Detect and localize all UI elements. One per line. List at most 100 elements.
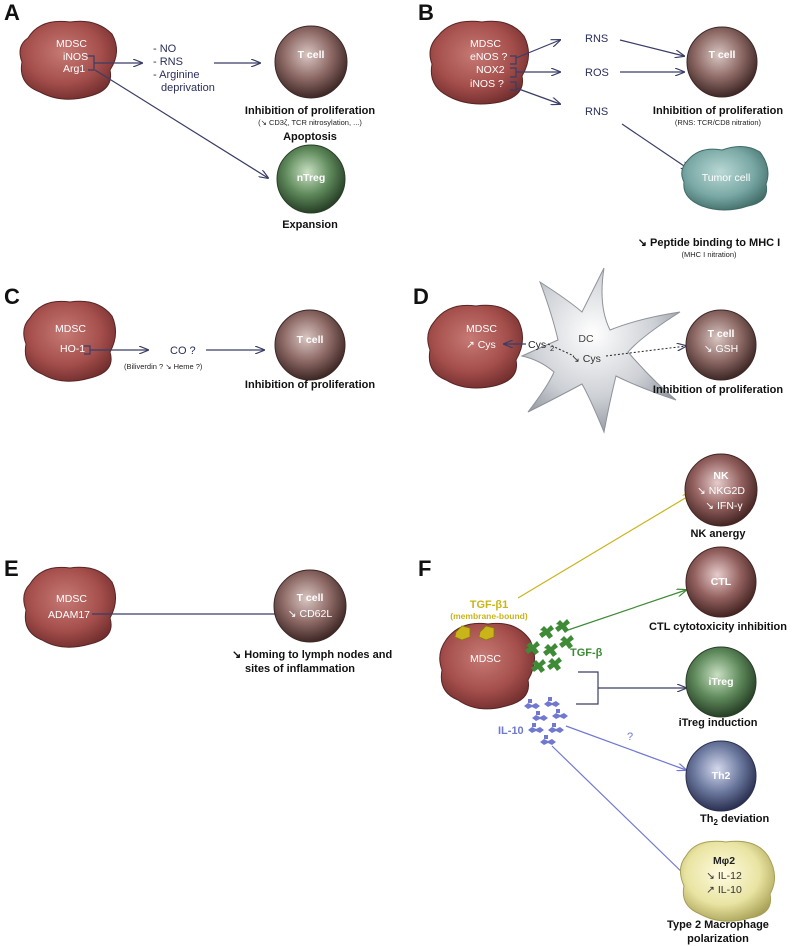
- th2-cell-f: [685, 740, 757, 812]
- mdsc-cell-b: [429, 20, 529, 105]
- mediator-no: - NO: [153, 43, 177, 55]
- arrow-il10-macrophage-f: [551, 745, 690, 880]
- tcell-e: [273, 569, 347, 643]
- mphi-caption1-f: Type 2 Macrophage: [667, 919, 769, 931]
- gsh-label-d: ↘ GSH: [704, 343, 738, 355]
- mdsc-label-c: MDSC: [55, 323, 86, 335]
- co-sub-c: (Biliverdin ? ↘ Heme ?): [124, 362, 203, 371]
- tcell-label-c: T cell: [297, 334, 324, 346]
- il10-label-f: IL-10: [498, 725, 524, 737]
- tcell-sub-a: (↘ CD3ζ, TCR nitrosylation, ...): [258, 118, 362, 127]
- cd62l-label-e: ↘ CD62L: [288, 608, 333, 620]
- mediator-deprivation: deprivation: [161, 82, 215, 94]
- panel-label-e: E: [4, 556, 19, 581]
- ntreg-cell-a: [276, 144, 346, 214]
- tgfb1-label-f: TGF-β1: [470, 599, 509, 611]
- tgfb-cluster-f: [525, 619, 574, 673]
- bracket-inos-b: [510, 81, 517, 91]
- panel-label-c: C: [4, 284, 20, 309]
- il12-label-f: ↘ IL-12: [706, 870, 742, 882]
- ho1-label-c: HO-1: [60, 343, 85, 355]
- mdsc-cell-a: [19, 20, 117, 100]
- mdsc-label-a: MDSC: [56, 38, 87, 50]
- itreg-cell-f: [685, 646, 757, 718]
- nkg2d-label-f: ↘ NKG2D: [697, 485, 745, 497]
- question-label-f: ?: [627, 731, 633, 743]
- th2-caption-f: Th2 deviation: [700, 813, 770, 827]
- th2-caption-sub: 2: [713, 818, 718, 827]
- rns2-label-b: RNS: [585, 106, 608, 118]
- cys2-label-d: Cys: [528, 339, 546, 351]
- adam17-label-e: ADAM17: [48, 609, 90, 621]
- caption1-e: ↘ Homing to lymph nodes and: [232, 649, 392, 661]
- caption2-e: sites of inflammation: [245, 663, 355, 675]
- dotted-dc-tcell-d: [605, 346, 686, 357]
- ctl-cell-f: [685, 546, 757, 618]
- inos-label-b: iNOS ?: [470, 78, 504, 90]
- tcell-b: [686, 26, 758, 98]
- tcell-label-d: T cell: [708, 328, 735, 340]
- th2-label-f: Th2: [712, 770, 731, 782]
- caption-c: Inhibition of proliferation: [245, 379, 375, 391]
- panel-label-f: F: [418, 556, 431, 581]
- itreg-label-f: iTreg: [708, 676, 733, 688]
- tcell-d: [685, 309, 757, 381]
- macrophage-cell-f: [680, 840, 775, 922]
- mdsc-cell-f: [439, 622, 535, 710]
- tgfb1-molecule-1: [454, 625, 471, 641]
- tumor-sub-b: (MHC I nitration): [681, 250, 737, 259]
- arg1-label-a: Arg1: [63, 63, 85, 75]
- bracket-tgfb-il10-f: [576, 671, 599, 705]
- panel-label-a: A: [4, 0, 20, 25]
- mdsc-cell-e: [23, 566, 116, 648]
- tcell-label-a: T cell: [298, 49, 325, 61]
- arrow-enos-rns-b: [515, 40, 560, 59]
- ntreg-caption-a: Expansion: [282, 219, 338, 231]
- arrow-rns-tumor-b: [621, 123, 690, 170]
- mediator-arginine: - Arginine: [153, 69, 199, 81]
- mdsc-label-f: MDSC: [470, 653, 501, 665]
- tcell-a: [274, 25, 348, 99]
- mdsc-label-d: MDSC: [466, 323, 497, 335]
- th2-caption-rest: deviation: [718, 813, 770, 825]
- inos-label-a: iNOS: [63, 51, 88, 63]
- enos-label-b: eNOS ?: [470, 51, 508, 63]
- rns1-label-b: RNS: [585, 33, 608, 45]
- bracket-enos-b: [510, 55, 517, 65]
- mdsc-cell-d: [427, 304, 523, 389]
- co-label-c: CO ?: [170, 345, 196, 357]
- ctl-label-f: CTL: [711, 576, 732, 588]
- ros-label-b: ROS: [585, 67, 609, 79]
- mdsc-label-e: MDSC: [56, 593, 87, 605]
- arrow-rns-tcell-b: [619, 39, 684, 56]
- cys2-sub-d: 2: [550, 344, 554, 353]
- dc-cell-d: [520, 267, 681, 434]
- mdsc-label-b: MDSC: [470, 38, 501, 50]
- tgfb-label-f: TGF-β: [570, 647, 603, 659]
- tgfb1-molecule-2: [478, 625, 495, 641]
- th2-caption-main: Th: [700, 813, 714, 825]
- itreg-caption-f: iTreg induction: [679, 717, 758, 729]
- mdsc-cell-c: [23, 300, 116, 382]
- tgfb1-sub-f: (membrane-bound): [450, 611, 528, 621]
- nk-caption-f: NK anergy: [690, 528, 746, 540]
- tumor-label-b: Tumor cell: [702, 172, 751, 184]
- tcell-label-b: T cell: [709, 49, 736, 61]
- ifng-label-f: ↘ IFN-γ: [705, 500, 743, 512]
- nk-cell-f: [684, 453, 758, 527]
- mediator-rns: - RNS: [153, 56, 183, 68]
- tcell-caption2-a: Apoptosis: [283, 131, 337, 143]
- arrow-il10-th2-f: [565, 725, 686, 770]
- caption-d: Inhibition of proliferation: [653, 384, 783, 396]
- tumor-caption-b: ↘ Peptide binding to MHC I: [638, 237, 780, 249]
- nk-label-f: NK: [713, 470, 729, 482]
- mphi-label-f: Mφ2: [713, 855, 735, 867]
- il10-cluster-f: [524, 697, 568, 745]
- arrow-inos-rns-b: [515, 87, 560, 104]
- arrow-tgfb1-nk-f: [517, 494, 692, 599]
- nox2-label-b: NOX2: [476, 64, 505, 76]
- dc-label-d: DC: [578, 333, 594, 345]
- arrow-mdsc-ntreg-a: [94, 69, 268, 178]
- tumor-cell-b: [681, 146, 769, 211]
- ntreg-label-a: nTreg: [297, 172, 326, 184]
